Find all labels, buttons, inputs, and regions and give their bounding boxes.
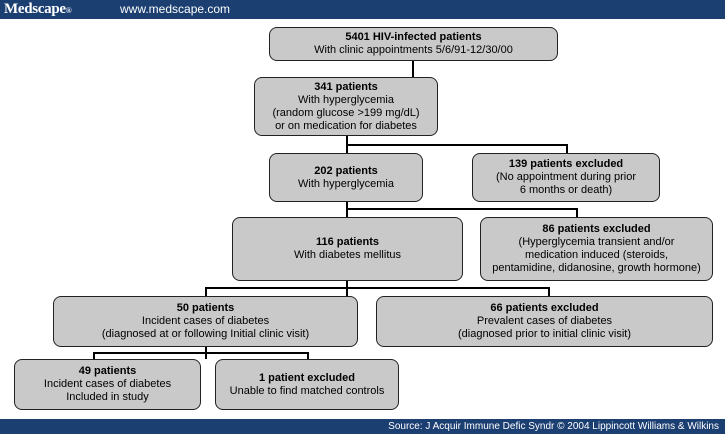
- connector: [307, 352, 309, 359]
- box-49-patients: 49 patients Incident cases of diabetes I…: [14, 359, 201, 410]
- box-1-excluded: 1 patient excluded Unable to find matche…: [215, 359, 399, 410]
- box-title: 116 patients: [316, 236, 379, 248]
- box-86-excluded: 86 patients excluded (Hyperglycemia tran…: [480, 217, 713, 281]
- box-line: pentamidine, didanosine, growth hormone): [492, 262, 701, 274]
- header-bar: Medscape® www.medscape.com: [0, 0, 725, 19]
- box-line: (Hyperglycemia transient and/or: [518, 236, 675, 248]
- box-line: (random glucose >199 mg/dL): [272, 106, 420, 119]
- box-line: Incident cases of diabetes: [141, 315, 270, 327]
- footer-bar: Source: J Acquir Immune Defic Syndr © 20…: [0, 419, 725, 434]
- logo-text: Medscape: [4, 1, 66, 17]
- box-line: or on medication for diabetes: [275, 119, 417, 132]
- box-139-excluded: 139 patients excluded (No appointment du…: [472, 153, 660, 202]
- site-url[interactable]: www.medscape.com: [120, 2, 231, 16]
- box-50-patients: 50 patients Incident cases of diabetes (…: [53, 296, 358, 347]
- box-202-patients: 202 patients With hyperglycemia: [269, 153, 423, 202]
- connector: [576, 208, 578, 217]
- box-line: (No appointment during prior: [495, 171, 637, 183]
- connector: [346, 144, 566, 146]
- box-line: Incident cases of diabetes: [43, 378, 172, 390]
- connector: [346, 208, 576, 210]
- box-title: 50 patients: [176, 302, 235, 314]
- connector: [548, 287, 550, 296]
- connector: [93, 352, 95, 359]
- box-line: With hyperglycemia: [298, 93, 394, 106]
- box-title: 86 patients excluded: [542, 223, 651, 235]
- connector: [412, 61, 414, 77]
- box-line: Prevalent cases of diabetes: [476, 315, 613, 327]
- medscape-logo[interactable]: Medscape®: [4, 0, 72, 19]
- source-citation: Source: J Acquir Immune Defic Syndr © 20…: [388, 421, 719, 432]
- box-66-excluded: 66 patients excluded Prevalent cases of …: [376, 296, 713, 347]
- flowchart: 5401 HIV-infected patients With clinic a…: [0, 19, 725, 419]
- box-title: 202 patients: [314, 164, 378, 177]
- box-title: 5401 HIV-infected patients: [345, 31, 482, 43]
- box-title: 139 patients excluded: [508, 158, 624, 170]
- connector: [205, 287, 207, 296]
- box-title: 341 patients: [314, 80, 378, 93]
- box-116-patients: 116 patients With diabetes mellitus: [232, 217, 463, 281]
- box-line: (diagnosed at or following Initial clini…: [101, 328, 310, 340]
- box-title: 1 patient excluded: [259, 371, 355, 384]
- box-line: medication induced (steroids,: [524, 249, 669, 261]
- box-line: With diabetes mellitus: [294, 249, 401, 261]
- box-line: Unable to find matched controls: [229, 384, 385, 397]
- box-line: With hyperglycemia: [298, 177, 394, 190]
- connector: [93, 352, 307, 354]
- connector: [566, 144, 568, 153]
- box-5401-patients: 5401 HIV-infected patients With clinic a…: [269, 27, 558, 61]
- box-title: 49 patients: [78, 365, 137, 377]
- box-line: Included in study: [66, 391, 149, 403]
- box-341-patients: 341 patients With hyperglycemia (random …: [254, 77, 438, 136]
- connector: [205, 287, 548, 289]
- box-line: (diagnosed prior to initial clinic visit…: [457, 328, 631, 340]
- box-line: With clinic appointments 5/6/91-12/30/00: [314, 44, 513, 56]
- box-line: 6 months or death): [519, 184, 613, 196]
- box-title: 66 patients excluded: [490, 302, 599, 314]
- registered-mark: ®: [65, 6, 72, 15]
